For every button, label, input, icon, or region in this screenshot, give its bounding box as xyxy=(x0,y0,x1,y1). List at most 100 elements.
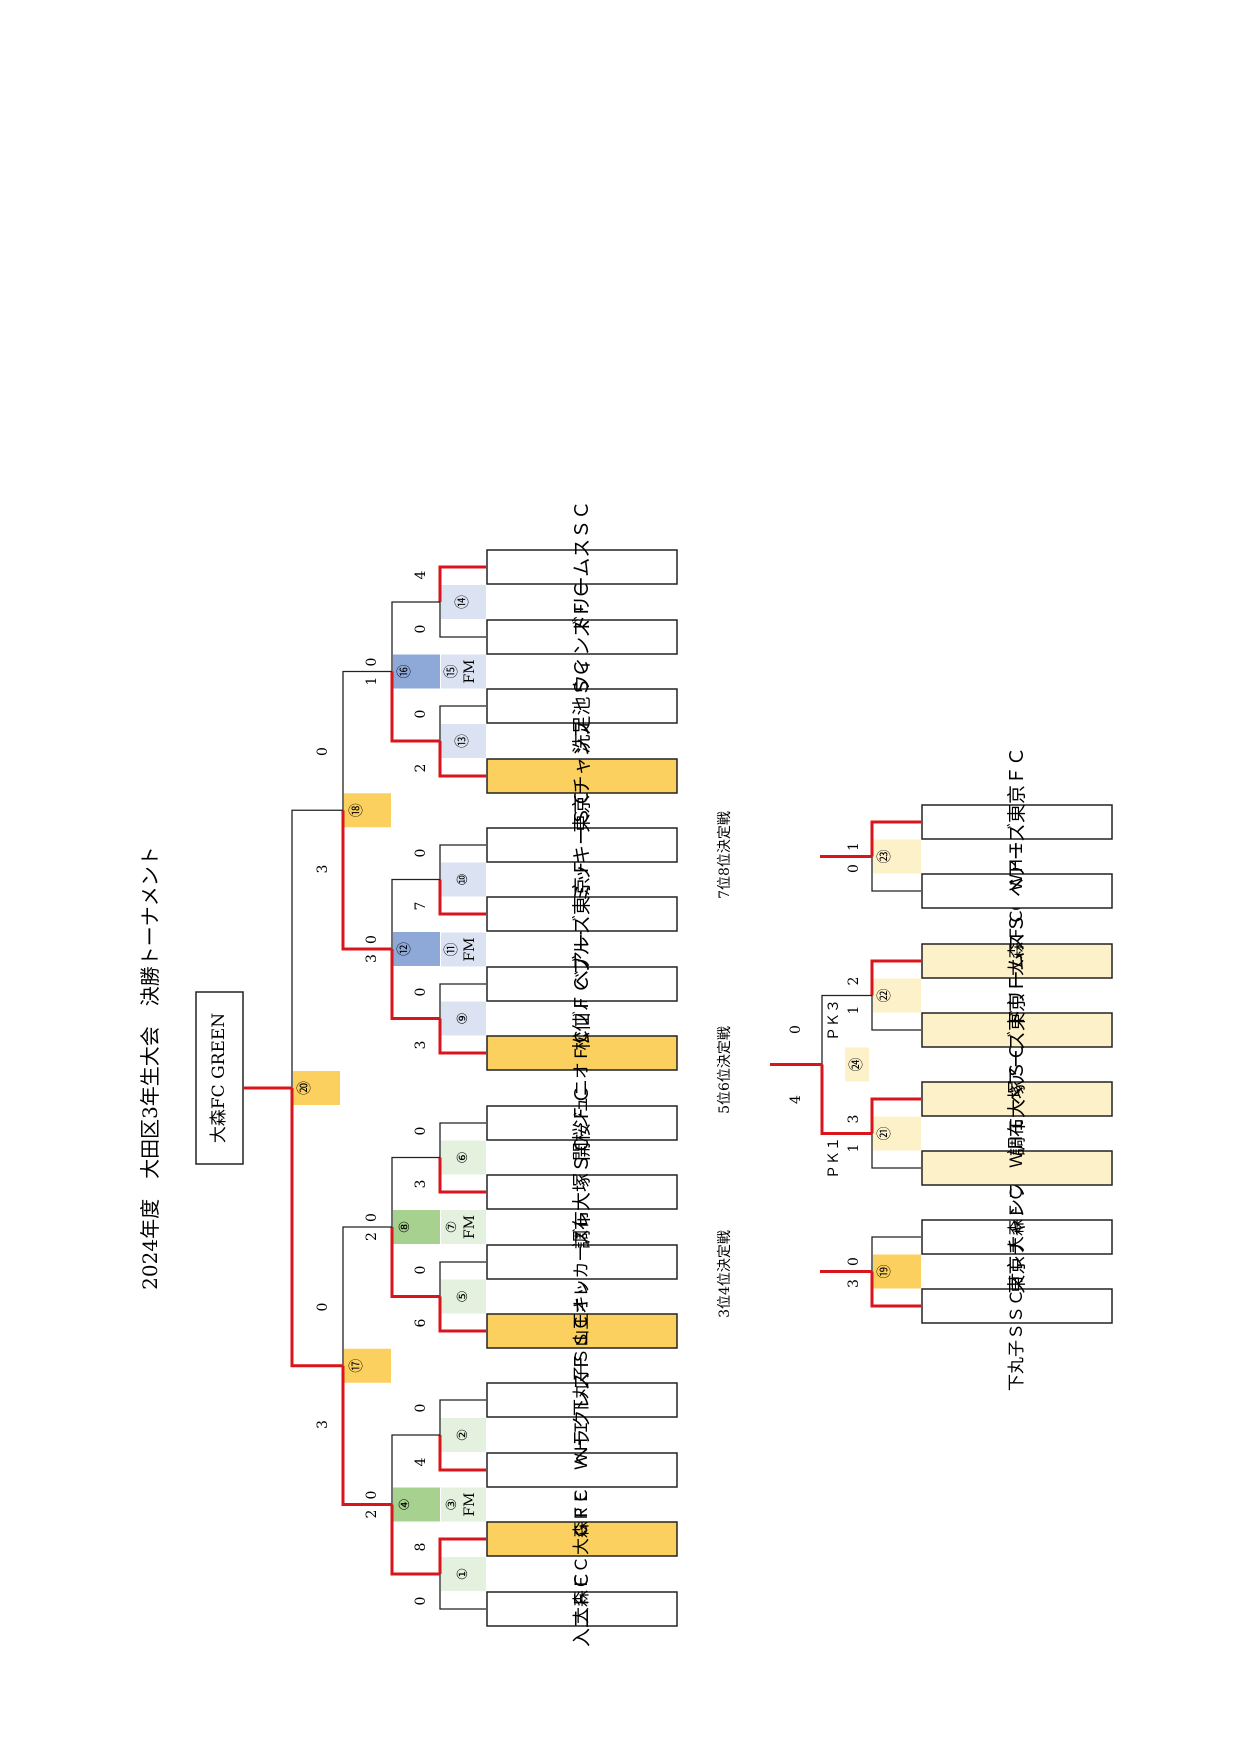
fm-cell-m3 xyxy=(441,1487,486,1522)
playoff-team-box xyxy=(921,804,1113,840)
match-cell-m4 xyxy=(393,1487,440,1522)
match-cell-m2 xyxy=(441,1418,486,1452)
playoff-score: ＰＫ３ xyxy=(826,999,842,1041)
score: 0 xyxy=(413,710,429,719)
team-box xyxy=(486,1105,678,1141)
bracket-line xyxy=(341,1365,392,1506)
match-cell-m17 xyxy=(344,1348,391,1383)
score: 3 xyxy=(413,1041,429,1050)
match-cell-m21 xyxy=(873,1116,921,1151)
match-number-m3: ③ xyxy=(444,1498,460,1511)
score: 0 xyxy=(315,747,331,756)
score: 7 xyxy=(413,902,429,911)
playoff-team-box xyxy=(921,873,1113,909)
team-box xyxy=(486,1591,678,1627)
playoff-score: 0 xyxy=(846,1257,862,1266)
playoff-team-name: 下丸子ＳＳＣオレンジ xyxy=(1007,1221,1027,1391)
section-label-fifth: 5位6位決定戦 xyxy=(717,1026,733,1114)
match-cell-m10 xyxy=(441,862,486,897)
playoff-score: 2 xyxy=(846,977,862,986)
team-box xyxy=(486,549,678,585)
team-name: 洗足池ＳＣ xyxy=(571,658,593,753)
match-number-m6: ⑥ xyxy=(455,1151,471,1164)
score: 0 xyxy=(315,1303,331,1312)
champion-name: 大森FC GREEN xyxy=(209,1013,229,1143)
team-name: ウィンズＦＣ xyxy=(571,580,593,694)
match-number-m11: ⑪ xyxy=(444,943,460,957)
bracket-line xyxy=(438,1537,486,1574)
bracket-line xyxy=(341,810,392,951)
playoff-team-box xyxy=(921,1288,1113,1324)
bracket-line xyxy=(821,994,872,1065)
match-number-m22: ㉒ xyxy=(877,989,893,1003)
playoff-team-name: ベアーズ東京ＦＣ xyxy=(1006,955,1028,1105)
bracket-line xyxy=(870,1271,921,1308)
bracket-line xyxy=(870,959,921,996)
team-name: 調布大塚ＳＣ xyxy=(571,1135,593,1249)
match-number-m7: ⑦ xyxy=(444,1221,460,1234)
score: 1 xyxy=(364,677,380,686)
team-box xyxy=(486,966,678,1002)
playoff-score: 4 xyxy=(788,1095,804,1104)
match-cell-m8 xyxy=(393,1210,440,1244)
fm-cell-m7 xyxy=(441,1210,486,1244)
match-cell-m9 xyxy=(441,1001,486,1036)
match-number-m21: ㉑ xyxy=(877,1127,893,1141)
match-number-m12: ⑫ xyxy=(397,942,413,956)
team-box xyxy=(486,758,678,794)
match-cell-m18 xyxy=(344,793,391,828)
team-name: ミッキーＳＣ xyxy=(571,788,593,902)
match-cell-m5 xyxy=(441,1279,486,1314)
playoff-score: 1 xyxy=(846,1006,862,1015)
playoff-score: 0 xyxy=(846,864,862,873)
match-number-m24: ㉔ xyxy=(849,1058,865,1072)
bracket-line xyxy=(291,809,343,1088)
fm-label: FM xyxy=(462,1215,478,1239)
bracket-line xyxy=(438,879,486,916)
team-box xyxy=(486,1244,678,1280)
bracket-line xyxy=(390,1227,440,1298)
playoff-team-box xyxy=(921,1012,1113,1048)
score: 4 xyxy=(413,1457,429,1466)
playoff-team-box xyxy=(921,943,1113,979)
match-cell-m1 xyxy=(441,1557,486,1591)
team-name: 大森ＦＣ ＷＨＩＴＥ xyxy=(572,1385,592,1555)
match-number-m19: ⑲ xyxy=(877,1265,893,1279)
match-number-m5: ⑤ xyxy=(455,1290,471,1303)
match-number-m2: ② xyxy=(455,1429,471,1442)
score: 0 xyxy=(413,1597,429,1606)
score: 0 xyxy=(413,849,429,858)
team-name: 開桜ＦＣ xyxy=(571,1085,593,1161)
playoff-team-name: 東京チャンプ xyxy=(1006,1180,1028,1293)
bracket-line xyxy=(439,1261,486,1297)
bracket-line xyxy=(342,670,392,811)
team-name: 松仙ＦＣブルー xyxy=(570,917,593,1050)
score: 0 xyxy=(413,1127,429,1136)
page-title: 2024年度 大田区3年生大会 決勝トーナメント xyxy=(138,846,162,1290)
score: 2 xyxy=(364,1232,380,1241)
team-name: 東京チャンプ xyxy=(571,719,593,832)
team-name: ジュニオＦＣブルー xyxy=(571,977,592,1129)
section-label-third: 3位4位決定戦 xyxy=(717,1230,733,1318)
team-box xyxy=(486,1313,678,1349)
bracket-line xyxy=(871,1133,921,1169)
team-name: 入二ＦＣ xyxy=(571,1571,593,1647)
match-number-m4: ④ xyxy=(397,1498,413,1511)
bracket-line xyxy=(870,1097,921,1134)
fm-cell-m15 xyxy=(441,654,486,689)
team-box xyxy=(486,1382,678,1418)
playoff-score: ＰＫ１ xyxy=(826,1137,842,1179)
match-number-m1: ① xyxy=(455,1568,471,1581)
bracket-line xyxy=(439,602,486,638)
match-number-m18: ⑱ xyxy=(349,803,365,817)
bracket-line xyxy=(439,1122,486,1158)
team-name: ヘラクレスＦＣ xyxy=(571,1333,593,1466)
bracket-line xyxy=(820,1064,872,1135)
match-cell-m14 xyxy=(441,585,486,619)
score: 3 xyxy=(315,865,331,874)
bracket-line xyxy=(290,1088,343,1368)
playoff-team-name: ドリームスＳＣ xyxy=(1006,895,1028,1027)
team-box xyxy=(486,827,678,863)
